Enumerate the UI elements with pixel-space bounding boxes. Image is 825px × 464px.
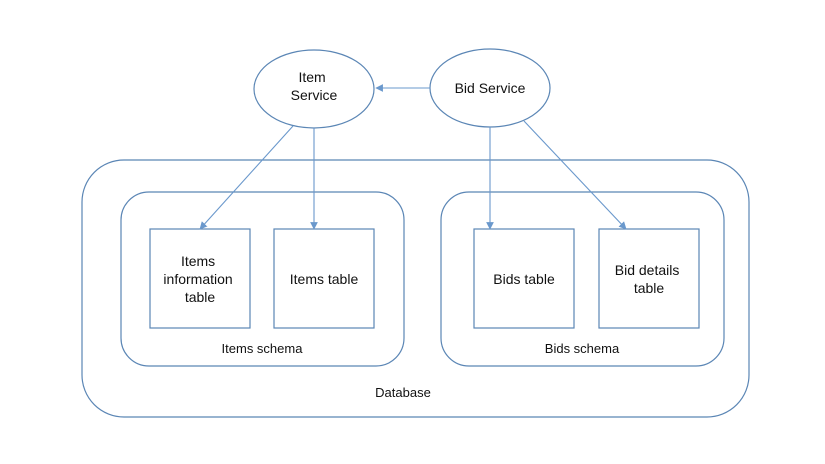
item-service-node: Item Service: [253, 49, 375, 129]
items-table-node: Items table: [273, 228, 375, 329]
bid-details-table-node: Bid details table: [598, 228, 700, 329]
bid-service-node: Bid Service: [429, 48, 551, 128]
item-service-label: Item Service: [291, 69, 338, 103]
items-schema-label: Items schema: [222, 341, 304, 356]
bid-details-table-label: Bid details table: [615, 262, 683, 296]
bids-schema-label: Bids schema: [545, 341, 620, 356]
items-information-table-label: Items information table: [163, 253, 236, 305]
bids-table-node: Bids table: [473, 228, 575, 329]
items-table-label: Items table: [290, 271, 359, 287]
database-label: Database: [375, 385, 431, 400]
bids-table-label: Bids table: [493, 271, 555, 287]
items-information-table-node: Items information table: [149, 228, 251, 329]
arrow-item-service-to-items-information-table: [199, 125, 294, 230]
arrow-bid-service-to-bid-details-table: [523, 120, 627, 230]
bid-service-label: Bid Service: [455, 80, 526, 96]
